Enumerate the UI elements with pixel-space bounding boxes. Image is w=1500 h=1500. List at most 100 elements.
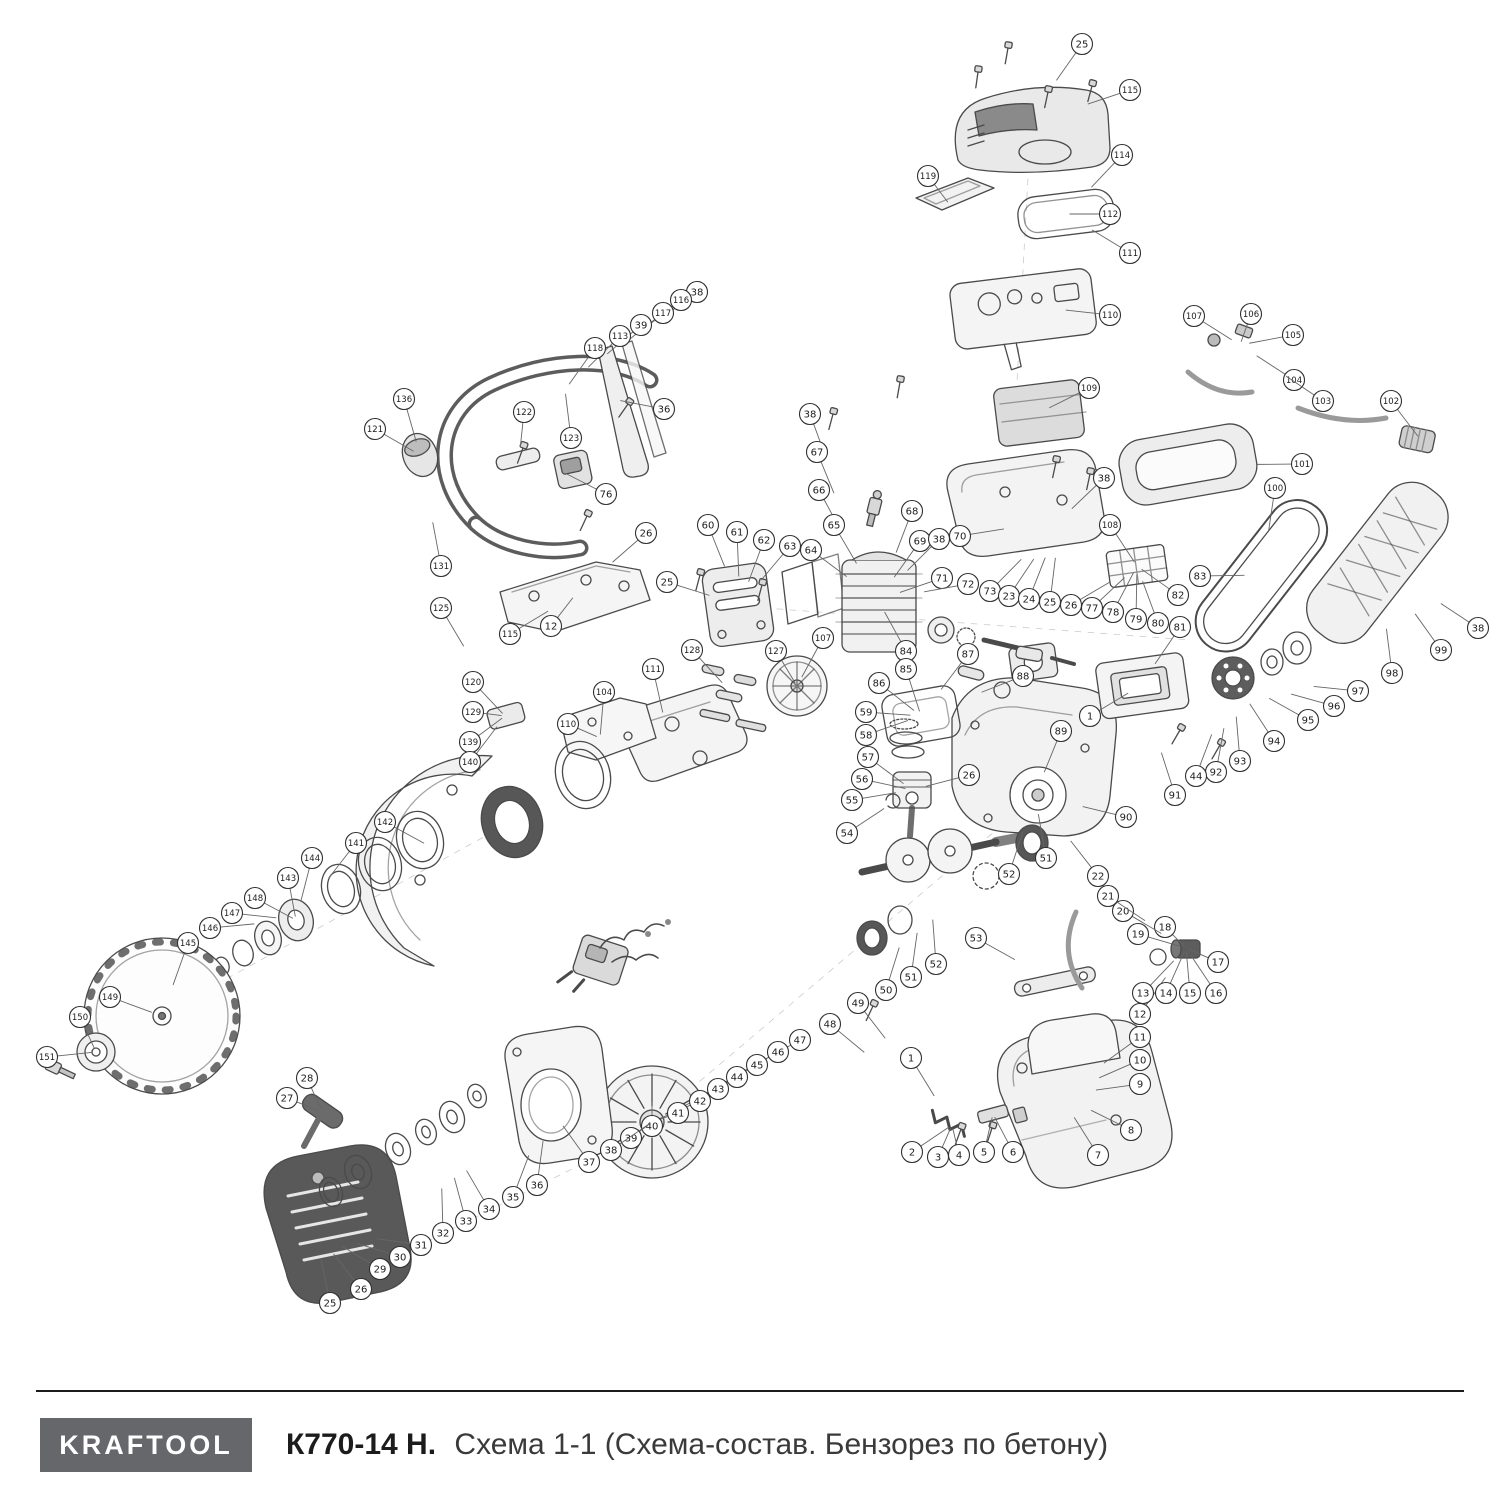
part-center-housing — [946, 449, 1105, 558]
part-corner-plate — [915, 177, 995, 211]
callout-5: 5 — [972, 1117, 996, 1164]
svg-text:30: 30 — [394, 1253, 407, 1264]
svg-text:29: 29 — [374, 1265, 387, 1276]
caption-schema: Схема 1-1 (Схема-состав. Бензорез по бет… — [454, 1428, 1109, 1461]
svg-text:19: 19 — [1132, 930, 1145, 941]
part-fan-shroud — [504, 1025, 613, 1165]
callout-92: 92 — [1204, 728, 1228, 784]
callout-53: 53 — [964, 926, 1016, 961]
svg-text:106: 106 — [1243, 310, 1259, 320]
callout-139: 139 — [458, 717, 503, 754]
svg-text:32: 32 — [437, 1229, 450, 1240]
svg-text:68: 68 — [906, 507, 919, 518]
callout-70: 70 — [948, 524, 1005, 548]
svg-text:116: 116 — [673, 296, 689, 306]
svg-text:96: 96 — [1328, 702, 1341, 713]
part-drive-belt — [1194, 499, 1329, 653]
svg-text:97: 97 — [1352, 687, 1365, 698]
callout-107: 107 — [801, 626, 835, 678]
svg-text:10: 10 — [1134, 1056, 1147, 1067]
callout-52: 52 — [997, 831, 1024, 886]
callout-4: 4 — [947, 1128, 971, 1167]
callout-48: 48 — [818, 1012, 865, 1053]
callout-30: 30 — [357, 1243, 412, 1269]
svg-text:59: 59 — [860, 708, 873, 719]
callout-38: 38 — [1071, 466, 1116, 510]
callout-127: 127 — [764, 639, 796, 684]
svg-text:7: 7 — [1095, 1151, 1101, 1162]
callout-125: 125 — [429, 596, 465, 647]
callout-64: 64 — [799, 538, 847, 577]
callout-85: 85 — [894, 657, 920, 712]
svg-text:1: 1 — [1087, 712, 1093, 723]
svg-text:141: 141 — [348, 839, 364, 849]
svg-text:22: 22 — [1092, 872, 1105, 883]
svg-text:49: 49 — [852, 999, 865, 1010]
svg-text:25: 25 — [324, 1299, 337, 1310]
callout-38: 38 — [599, 1124, 649, 1162]
svg-text:102: 102 — [1383, 397, 1399, 407]
callout-147: 147 — [220, 901, 277, 925]
svg-text:60: 60 — [702, 521, 715, 532]
svg-text:46: 46 — [772, 1048, 785, 1059]
part-guide-wheel — [766, 655, 828, 717]
svg-text:90: 90 — [1120, 813, 1133, 824]
callout-105: 105 — [1249, 323, 1305, 347]
callout-25: 25 — [1056, 32, 1094, 81]
callout-143: 143 — [276, 866, 300, 917]
svg-text:118: 118 — [587, 344, 603, 354]
svg-text:65: 65 — [828, 521, 841, 532]
callout-96: 96 — [1290, 693, 1346, 718]
part-ignition-coil — [556, 919, 671, 993]
callout-148: 148 — [243, 886, 294, 919]
callout-55: 55 — [840, 788, 896, 812]
svg-text:14: 14 — [1160, 989, 1173, 1000]
part-bottom-housing — [996, 1013, 1173, 1189]
svg-text:100: 100 — [1267, 484, 1283, 494]
svg-text:39: 39 — [635, 321, 648, 332]
svg-text:50: 50 — [880, 986, 893, 997]
svg-text:37: 37 — [583, 1158, 596, 1169]
callout-49: 49 — [846, 991, 886, 1039]
svg-text:81: 81 — [1174, 623, 1187, 634]
svg-text:36: 36 — [531, 1181, 544, 1192]
callout-27: 27 — [275, 1086, 319, 1112]
svg-text:111: 111 — [1122, 249, 1138, 259]
callout-80: 80 — [1142, 581, 1170, 635]
callout-79: 79 — [1124, 574, 1148, 631]
callout-13: 13 — [1131, 960, 1175, 1005]
callout-111: 111 — [641, 657, 665, 713]
callout-21: 21 — [1096, 884, 1146, 922]
svg-text:2: 2 — [909, 1148, 915, 1159]
svg-text:26: 26 — [963, 771, 976, 782]
part-piston — [885, 718, 932, 839]
svg-text:80: 80 — [1152, 619, 1165, 630]
svg-text:77: 77 — [1086, 604, 1099, 615]
svg-text:142: 142 — [377, 818, 393, 828]
svg-text:54: 54 — [841, 829, 854, 840]
svg-text:145: 145 — [180, 939, 196, 949]
part-trigger-block — [495, 447, 593, 490]
svg-text:53: 53 — [970, 934, 983, 945]
part-ring-set — [320, 740, 612, 915]
callout-9: 9 — [1095, 1072, 1152, 1096]
callout-149: 149 — [98, 985, 152, 1013]
svg-text:43: 43 — [712, 1085, 725, 1096]
part-crankshaft — [856, 824, 1049, 956]
svg-text:36: 36 — [658, 405, 671, 416]
callout-94: 94 — [1249, 703, 1286, 753]
svg-text:42: 42 — [694, 1097, 707, 1108]
svg-text:94: 94 — [1268, 737, 1281, 748]
callout-10: 10 — [1099, 1048, 1152, 1079]
svg-text:149: 149 — [102, 993, 118, 1003]
svg-text:34: 34 — [483, 1205, 496, 1216]
callout-12: 12 — [539, 597, 574, 638]
callout-111: 111 — [1091, 229, 1142, 265]
callout-29: 29 — [341, 1245, 392, 1281]
callout-25: 25 — [655, 570, 710, 596]
callout-86: 86 — [867, 671, 915, 711]
callout-25: 25 — [318, 1259, 342, 1315]
svg-text:73: 73 — [984, 587, 997, 598]
callout-62: 62 — [748, 528, 776, 582]
svg-text:83: 83 — [1194, 572, 1207, 583]
